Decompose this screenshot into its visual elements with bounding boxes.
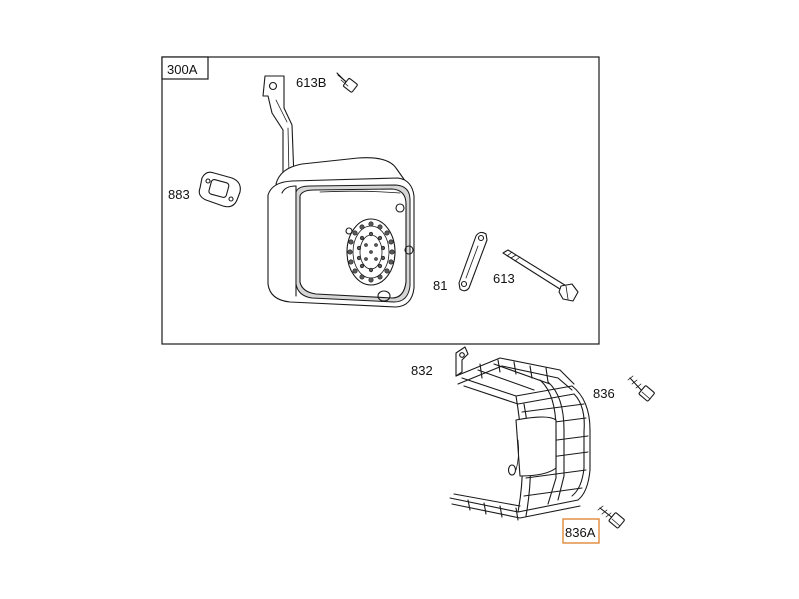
label-832: 832 — [411, 363, 433, 378]
bolt-613b — [336, 72, 358, 93]
assembly-tag-frame — [161, 56, 209, 80]
muffler-bracket — [262, 75, 295, 183]
bolt-836a — [597, 505, 625, 529]
label-81: 81 — [433, 278, 447, 293]
bolt-836 — [627, 375, 655, 402]
muffler-body — [267, 157, 415, 308]
label-883: 883 — [168, 187, 190, 202]
label-836: 836 — [593, 386, 615, 401]
highlight-box-836a — [562, 518, 600, 544]
assembly-frame — [161, 56, 600, 345]
muffler-guard-832 — [449, 346, 591, 521]
gasket-883 — [198, 171, 241, 208]
label-300a: 300A — [167, 62, 198, 77]
plate-81 — [458, 231, 488, 292]
assembly-300a-box: 300A — [161, 56, 600, 345]
label-836a: 836A — [565, 525, 596, 540]
bolt-613 — [502, 249, 579, 302]
screen-holes — [347, 221, 395, 283]
label-613: 613 — [493, 271, 515, 286]
label-613b: 613B — [296, 75, 326, 90]
